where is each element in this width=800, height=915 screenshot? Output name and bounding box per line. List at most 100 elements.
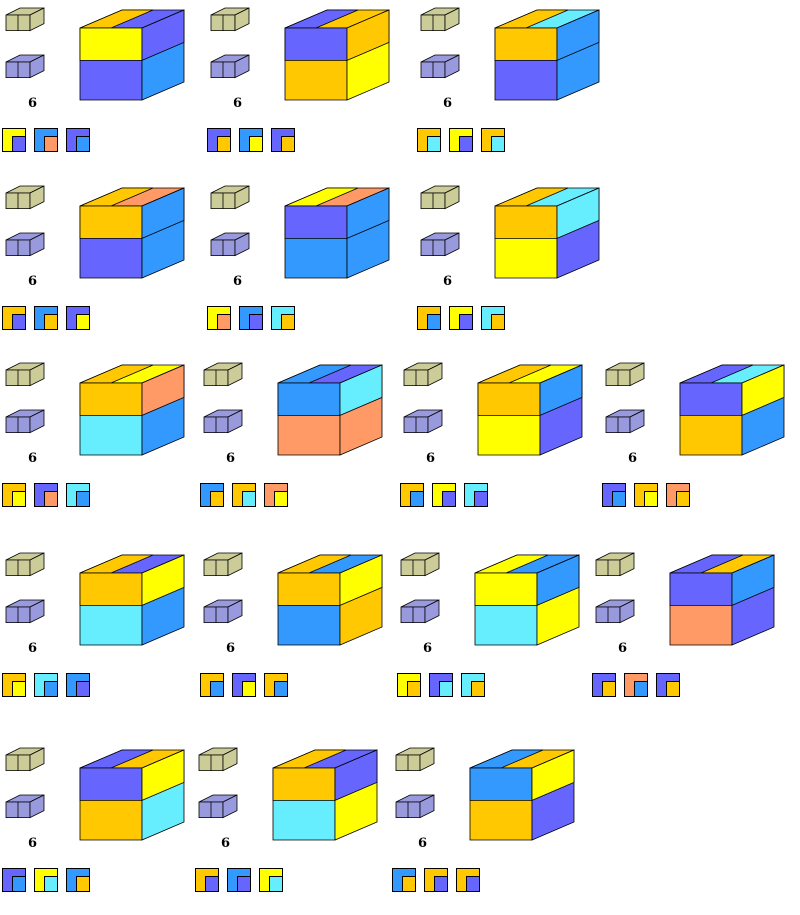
puzzle-solution-7: 6 (0, 355, 200, 525)
layer-view-1 (592, 673, 616, 697)
puzzle-solution-1: 6 (0, 0, 200, 170)
khaki-piece-side (427, 362, 443, 387)
layer-view-3 (66, 673, 90, 697)
piece-count-label: 6 (443, 96, 453, 111)
layer-piece (274, 681, 287, 696)
cube-front-piece (277, 382, 341, 416)
layer-piece (474, 491, 487, 506)
layer-views (2, 673, 90, 697)
cube-side-piece (536, 554, 580, 607)
layer-piece (12, 491, 25, 506)
khaki-piece-side (222, 747, 238, 772)
layer-piece (44, 876, 57, 891)
cube-drawing (210, 185, 390, 279)
layer-views (207, 128, 295, 152)
cube-front-piece (477, 382, 541, 416)
layer-views (200, 673, 288, 697)
puzzle-solution-17: 6 (390, 740, 590, 910)
cube-front-piece (277, 572, 341, 606)
cube-side-piece (346, 9, 390, 62)
layer-view-1 (400, 483, 424, 507)
cube-side-piece (741, 364, 785, 417)
piece-count-label: 6 (418, 836, 428, 851)
cube-front-piece (79, 205, 143, 239)
khaki-piece-side (419, 747, 435, 772)
layer-view-1 (2, 868, 26, 892)
cube-drawing (5, 747, 185, 841)
layer-piece (12, 876, 25, 891)
layer-piece (491, 136, 504, 151)
layer-piece (44, 681, 57, 696)
layer-piece (76, 136, 89, 151)
layer-piece (427, 136, 440, 151)
layer-views (2, 868, 90, 892)
puzzle-solution-12: 6 (198, 545, 398, 715)
cube-side-piece (141, 187, 185, 240)
layer-piece (76, 876, 89, 891)
layer-piece (76, 681, 89, 696)
puzzle-solution-15: 6 (0, 740, 200, 910)
cube-drawing (400, 552, 580, 646)
layer-view-2 (449, 128, 473, 152)
cube-front-piece (494, 205, 558, 239)
lavender-piece-side (424, 599, 440, 624)
layer-view-2 (449, 306, 473, 330)
piece-count-label: 6 (628, 451, 638, 466)
layer-piece (205, 876, 218, 891)
khaki-piece-side (227, 362, 243, 387)
layer-piece (237, 876, 250, 891)
layer-view-3 (66, 483, 90, 507)
cube-drawing (420, 7, 600, 101)
layer-piece (612, 491, 625, 506)
khaki-piece-side (444, 185, 460, 210)
lavender-piece-side (629, 409, 645, 434)
layer-piece (602, 681, 615, 696)
layer-piece (44, 136, 57, 151)
layer-view-3 (264, 673, 288, 697)
layer-views (2, 306, 90, 330)
puzzle-solution-4: 6 (0, 178, 200, 348)
layer-piece (210, 681, 223, 696)
layer-view-1 (207, 128, 231, 152)
cube-side-piece (334, 749, 378, 802)
layer-view-1 (602, 483, 626, 507)
puzzle-solution-11: 6 (0, 545, 200, 715)
cube-side-piece (141, 9, 185, 62)
layer-views (2, 483, 90, 507)
layer-piece (427, 314, 440, 329)
layer-piece (634, 681, 647, 696)
layer-views (200, 483, 288, 507)
khaki-piece-side (29, 552, 45, 577)
layer-piece (44, 491, 57, 506)
layer-view-3 (259, 868, 283, 892)
layer-views (207, 306, 295, 330)
cube-side-piece (339, 364, 383, 417)
layer-piece (281, 136, 294, 151)
lavender-piece-side (227, 599, 243, 624)
cube-front-piece (494, 27, 558, 61)
cube-front-piece (79, 767, 143, 801)
cube-front-piece (79, 382, 143, 416)
piece-count-label: 6 (226, 451, 236, 466)
khaki-piece-side (444, 7, 460, 32)
layer-views (417, 128, 505, 152)
lavender-piece-side (619, 599, 635, 624)
layer-piece (274, 491, 287, 506)
layer-view-3 (66, 868, 90, 892)
lavender-piece-side (234, 232, 250, 257)
puzzle-solution-8: 6 (198, 355, 398, 525)
cube-side-piece (339, 554, 383, 607)
cube-side-piece (731, 554, 775, 607)
piece-count-label: 6 (221, 836, 231, 851)
cube-front-piece (469, 767, 533, 801)
layer-piece (410, 491, 423, 506)
lavender-piece-side (222, 794, 238, 819)
layer-view-2 (34, 673, 58, 697)
cube-side-piece (346, 187, 390, 240)
puzzle-solution-13: 6 (395, 545, 595, 715)
lavender-piece-side (227, 409, 243, 434)
piece-count-label: 6 (226, 641, 236, 656)
cube-drawing (403, 362, 583, 456)
layer-piece (439, 681, 452, 696)
lavender-piece-side (29, 794, 45, 819)
